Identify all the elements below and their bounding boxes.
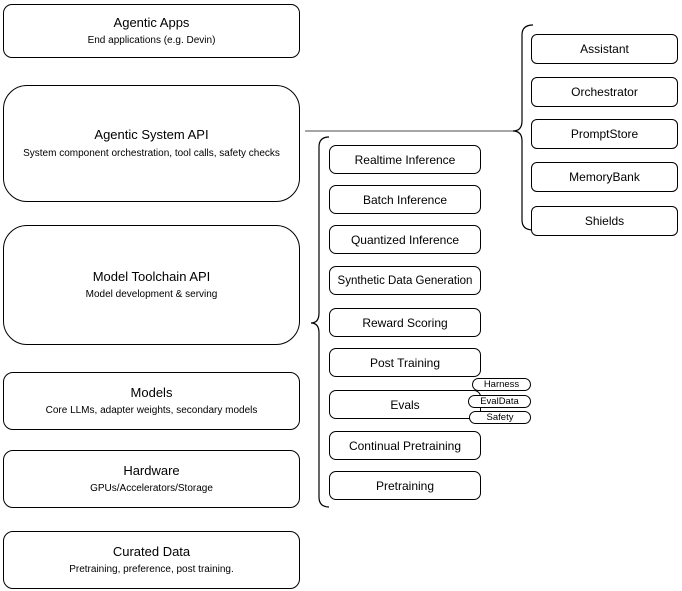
node-agentic-system-api: Agentic System API System component orch…	[3, 85, 300, 202]
node-model-toolchain-api: Model Toolchain API Model development & …	[3, 225, 300, 345]
toolchain-brace	[310, 136, 330, 508]
node-curated-data: Curated Data Pretraining, preference, po…	[3, 531, 300, 589]
node-shields: Shields	[531, 206, 678, 236]
node-title: Curated Data	[112, 543, 191, 559]
node-subtitle: End applications (e.g. Devin)	[87, 35, 216, 47]
node-assistant: Assistant	[531, 34, 678, 64]
node-subtitle: GPUs/Accelerators/Storage	[90, 483, 213, 495]
node-continual-pretraining: Continual Pretraining	[329, 431, 481, 460]
node-synthetic-data-generation: Synthetic Data Generation	[329, 266, 481, 295]
node-quantized-inference: Quantized Inference	[329, 225, 481, 254]
node-post-training: Post Training	[329, 348, 481, 377]
node-reward-scoring: Reward Scoring	[329, 308, 481, 337]
node-subtitle: Pretraining, preference, post training.	[69, 564, 234, 576]
tag-safety: Safety	[469, 411, 531, 424]
node-models: Models Core LLMs, adapter weights, secon…	[3, 372, 300, 430]
node-subtitle: System component orchestration, tool cal…	[23, 147, 280, 159]
node-pretraining: Pretraining	[329, 471, 481, 500]
node-title: Model Toolchain API	[92, 268, 211, 284]
node-title: Hardware	[123, 462, 180, 478]
node-agentic-apps: Agentic Apps End applications (e.g. Devi…	[3, 4, 300, 58]
node-promptstore: PromptStore	[531, 119, 678, 149]
node-memorybank: MemoryBank	[531, 162, 678, 192]
node-realtime-inference: Realtime Inference	[329, 145, 481, 174]
node-batch-inference: Batch Inference	[329, 185, 481, 214]
node-title: Agentic System API	[94, 127, 209, 143]
node-evals: Evals	[329, 390, 481, 419]
tag-evaldata: EvalData	[468, 395, 531, 408]
node-title: Models	[130, 384, 173, 400]
system-brace	[512, 24, 534, 231]
tag-harness: Harness	[472, 378, 531, 391]
node-subtitle: Model development & serving	[85, 289, 218, 301]
node-orchestrator: Orchestrator	[531, 77, 678, 107]
node-title: Agentic Apps	[113, 14, 190, 30]
node-subtitle: Core LLMs, adapter weights, secondary mo…	[45, 405, 258, 417]
node-hardware: Hardware GPUs/Accelerators/Storage	[3, 450, 300, 508]
